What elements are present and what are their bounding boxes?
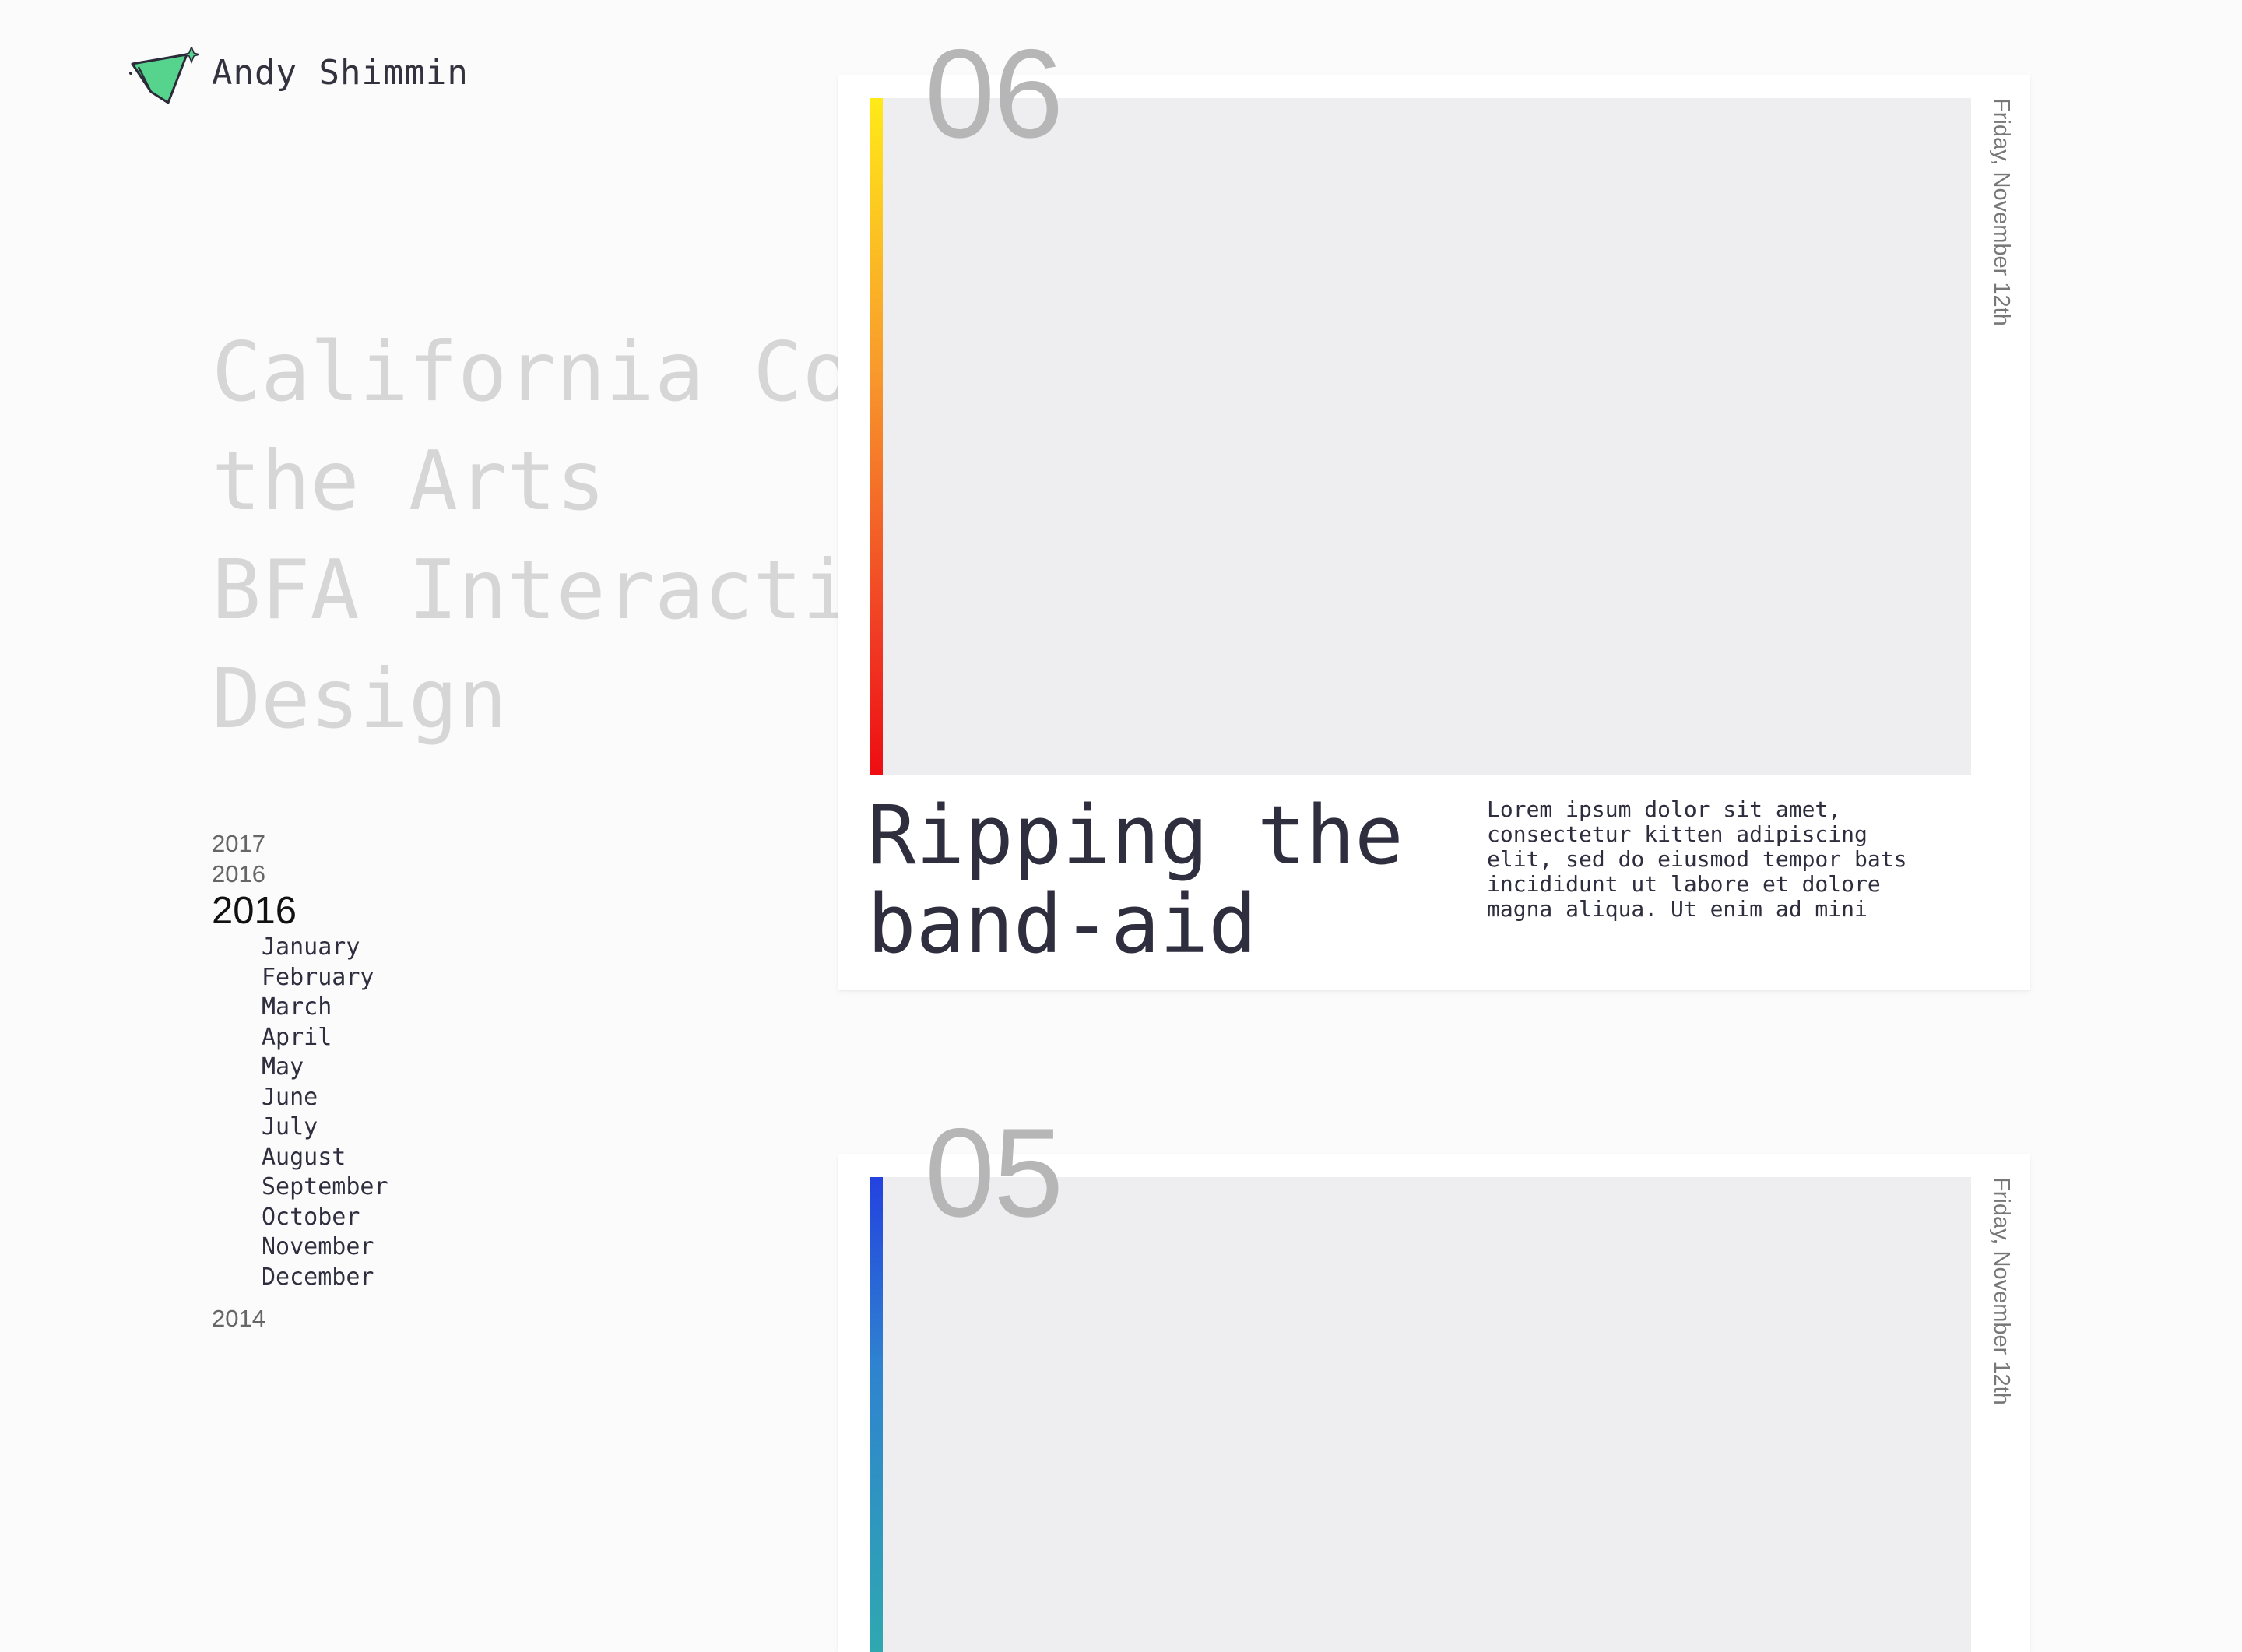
- archive-nav: 2017 2016 2016 January February March Ap…: [212, 828, 601, 1334]
- post-date: Friday, November 12th: [1989, 98, 2014, 326]
- headline-line: California College of: [212, 325, 850, 420]
- post-title[interactable]: Ripping the band-aid: [867, 788, 1404, 972]
- month-link-march[interactable]: March: [262, 993, 332, 1021]
- month-link-december[interactable]: December: [262, 1263, 374, 1291]
- month-list: January February March April May June Ju…: [212, 933, 601, 1292]
- accent-bar: [870, 1177, 883, 1652]
- month-link-february[interactable]: February: [262, 963, 374, 991]
- post-excerpt: Lorem ipsum dolor sit amet, consectetur …: [1487, 796, 1907, 922]
- post-number: 05: [925, 1102, 1063, 1243]
- month-link-august[interactable]: August: [262, 1143, 346, 1171]
- month-link-june[interactable]: June: [262, 1083, 318, 1111]
- month-link-may[interactable]: May: [262, 1053, 304, 1081]
- headline-line: Design: [212, 652, 508, 747]
- post-image-placeholder[interactable]: [883, 1177, 1971, 1652]
- post-number: 06: [925, 23, 1063, 164]
- headline-line: the Arts: [212, 434, 606, 529]
- post-card[interactable]: 06 Friday, November 12th Ripping the ban…: [838, 31, 2030, 990]
- year-link-2016[interactable]: 2016: [212, 860, 265, 888]
- post-date: Friday, November 12th: [1989, 1177, 2014, 1405]
- year-link-2014[interactable]: 2014: [212, 1305, 265, 1332]
- year-link-2017[interactable]: 2017: [212, 830, 265, 857]
- month-link-january[interactable]: January: [262, 933, 360, 961]
- accent-bar: [870, 98, 883, 775]
- month-link-october[interactable]: October: [262, 1203, 360, 1231]
- year-link-current[interactable]: 2016: [212, 890, 297, 932]
- brand[interactable]: Andy Shimmin: [129, 47, 468, 109]
- month-link-july[interactable]: July: [262, 1113, 318, 1141]
- paper-kite-icon: [129, 47, 199, 104]
- headline: California College of the Arts BFA Inter…: [212, 318, 850, 754]
- post-image-placeholder[interactable]: [883, 98, 1971, 775]
- month-link-november[interactable]: November: [262, 1233, 374, 1260]
- headline-line: BFA Interaction: [212, 543, 850, 638]
- post-card[interactable]: 05 Friday, November 12th: [838, 1110, 2030, 1652]
- month-link-april[interactable]: April: [262, 1023, 332, 1051]
- brand-name: Andy Shimmin: [212, 53, 469, 93]
- month-link-september[interactable]: September: [262, 1173, 388, 1200]
